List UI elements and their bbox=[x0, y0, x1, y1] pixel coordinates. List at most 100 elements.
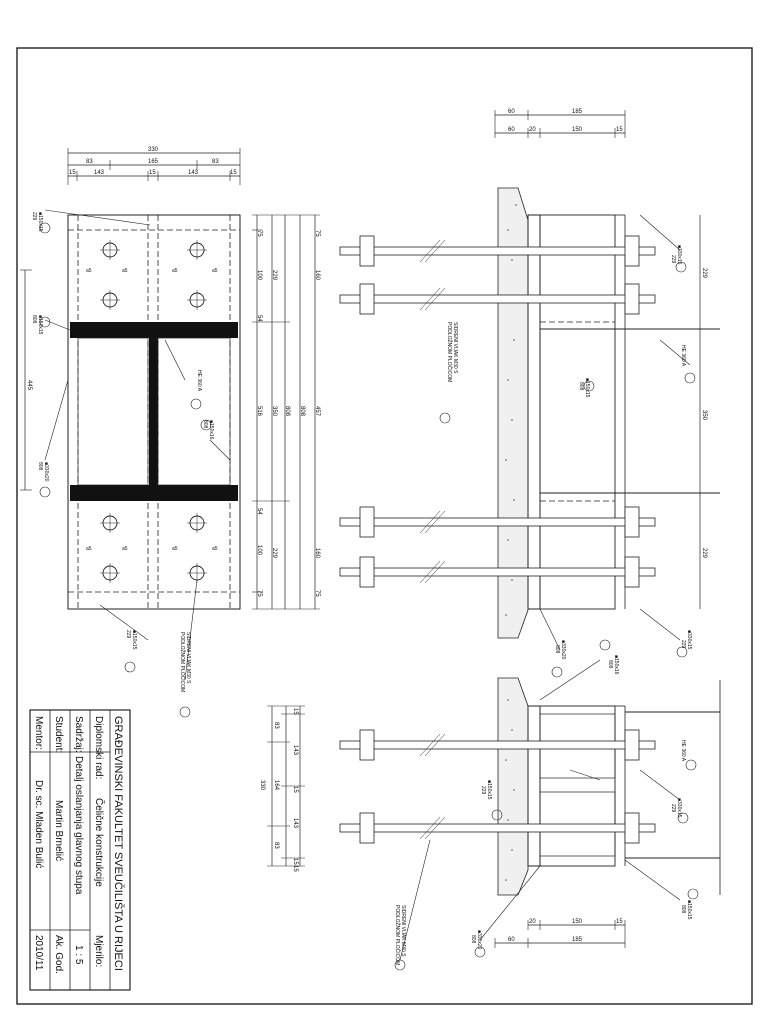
tb-mentor-value: Dr. sc. Mladen Bulić bbox=[33, 780, 44, 868]
sec-top-base-plate-len: 808 bbox=[554, 645, 560, 654]
tb-work-value: Čelične konstrukcije bbox=[93, 798, 106, 887]
sec-bot-plate-d: ■150x15 bbox=[686, 900, 692, 920]
plan-right-dim: 160 bbox=[314, 270, 320, 281]
plan-right-dim: 808 bbox=[284, 406, 290, 417]
plan-column-label: HE 360 A bbox=[196, 370, 202, 392]
plan-column-web bbox=[149, 322, 158, 501]
tb-scale-label: Mjerilo: bbox=[93, 935, 104, 967]
sec-bot-plate-a-len: 229 bbox=[480, 786, 486, 795]
sec-bot-left-dim: 15 bbox=[292, 865, 298, 872]
tb-work-label: Diplomski rad: bbox=[93, 716, 104, 779]
sec-bot-plate-b: ■330x15 bbox=[676, 798, 682, 818]
plan-row3-c: 15 bbox=[149, 170, 156, 176]
sec-bot-left-dim: 164 bbox=[273, 780, 279, 791]
sec-bot-left-dim: 143 bbox=[292, 818, 298, 829]
tb-faculty: GRAĐEVINSKI FAKULTET SVEUČILIŠTA U RIJEC… bbox=[112, 716, 125, 971]
tb-mentor-label: Mentor: bbox=[33, 716, 44, 750]
sec-bot-left-dim: 15 bbox=[292, 858, 298, 865]
sec-top-dim: 15 bbox=[616, 127, 623, 133]
weld-mark: a5 bbox=[212, 268, 218, 274]
sec-bot-plate-c: ■150x16 bbox=[613, 655, 619, 675]
sec-top-column: HE 360 A bbox=[680, 345, 686, 367]
plan-right-dim: 75 bbox=[256, 590, 262, 597]
sec-bot-anchor-bolts bbox=[339, 729, 656, 844]
sec-top-dim: 150 bbox=[572, 127, 583, 133]
tb-content-label: Sadržaj: bbox=[73, 716, 84, 753]
plan-bolt-label-1: SIDRENI VIJAK M30 S bbox=[185, 632, 191, 684]
weld-mark: a5 bbox=[122, 268, 128, 274]
plan-row2-a: 83 bbox=[86, 159, 93, 165]
plan-plate-mid-len: 808 bbox=[31, 315, 37, 324]
sec-top-bolt-label-1: SIDRENI VIJAK M30 S bbox=[452, 322, 458, 374]
plan-right-dim: 229 bbox=[271, 270, 277, 281]
plan-right-dim: 160 bbox=[314, 548, 320, 559]
plan-right-dim: 100 bbox=[256, 545, 262, 556]
plan-stiffener-len: 808 bbox=[202, 420, 208, 429]
weld-mark: a5 bbox=[172, 546, 178, 552]
sec-top-stiffener-frame bbox=[539, 214, 616, 610]
sec-bot-dim: 60 bbox=[508, 937, 515, 943]
plan-right-dim: 75 bbox=[314, 230, 320, 237]
sec-bot-left-dim: 15 bbox=[292, 708, 298, 715]
sec-top-bolt-label-2: PODLOŽNOM PLOČICOM bbox=[446, 322, 454, 382]
sec-top-dim: 20 bbox=[529, 127, 536, 133]
sec-bot-plate-c-len: 808 bbox=[607, 660, 613, 669]
plan-plate-top-len: 229 bbox=[31, 212, 37, 221]
sec-bot-dim: 20 bbox=[529, 919, 536, 925]
sec-bot-bolt-label-1: SIDRENI VIJAK M30 S bbox=[400, 905, 406, 957]
sec-top-plate-a: ■330x15 bbox=[676, 245, 682, 265]
plan-right-dim: 54 bbox=[256, 508, 262, 515]
section-top: 60 185 60 20 150 15 bbox=[339, 109, 720, 678]
plan-overall-width: 330 bbox=[148, 147, 159, 153]
plan-right-dim: 75 bbox=[256, 230, 262, 237]
sec-bot-base-plate bbox=[527, 705, 541, 867]
tb-student-value: Martin Brnelić bbox=[53, 800, 64, 861]
tb-year-label: Ak. God. bbox=[53, 935, 64, 974]
sec-top-dim: 185 bbox=[572, 109, 583, 115]
tb-student-label: Student: bbox=[53, 716, 64, 753]
sec-top-right-dim: 350 bbox=[701, 410, 707, 421]
plan-stiffener-label: ■150x16 bbox=[208, 420, 214, 440]
plan-plate-bottom: ■150x15 bbox=[131, 630, 137, 650]
section-bottom: 20 150 15 60 185 HE 360 A ■150x15 229 ■3… bbox=[259, 639, 721, 971]
weld-mark: a5 bbox=[86, 546, 92, 552]
plan-base-plate-len: 808 bbox=[37, 462, 43, 471]
weld-mark: a5 bbox=[122, 546, 128, 552]
concrete-foundation-2 bbox=[497, 677, 529, 896]
sec-top-dim: 60 bbox=[508, 109, 515, 115]
sec-bot-base-plate-len: 808 bbox=[470, 935, 476, 944]
plan-right-dim: 457 bbox=[314, 406, 320, 417]
plan-plate-top: ■150x15 bbox=[37, 212, 43, 232]
tb-year-value: 2010/11 bbox=[33, 935, 44, 971]
sec-top-base-plate: ■330x20 bbox=[560, 640, 566, 660]
sec-bot-dim: 185 bbox=[572, 937, 583, 943]
weld-mark: a5 bbox=[86, 268, 92, 274]
sec-bot-frame bbox=[539, 705, 616, 867]
sec-bot-plate-b-len: 229 bbox=[670, 804, 676, 813]
plan-plate-bottom-len: 229 bbox=[125, 630, 131, 639]
plan-row3-a: 15 bbox=[69, 170, 76, 176]
plan-row2-c: 83 bbox=[212, 159, 219, 165]
sec-bot-base-plate: ■330x20 bbox=[476, 930, 482, 950]
tb-content-value: Detalj oslanjanja glavnog stupa bbox=[73, 756, 84, 895]
sec-bot-bolt-label-2: PODLOŽNOM PLOČICOM bbox=[394, 905, 402, 965]
tb-scale-value: 1 : 5 bbox=[73, 945, 84, 965]
plan-right-dim: 100 bbox=[256, 270, 262, 281]
sec-top-plate-b: ■330x15 bbox=[686, 630, 692, 650]
plan-left-dim: 445 bbox=[26, 380, 32, 391]
sec-top-right-dim: 229 bbox=[701, 548, 707, 559]
sec-bot-left-dim: 83 bbox=[273, 842, 279, 849]
plan-base-plate-label: ■330x20 bbox=[43, 462, 49, 482]
plan-row3-b: 143 bbox=[94, 170, 105, 176]
sec-top-right-dim: 229 bbox=[701, 268, 707, 279]
title-block: GRAĐEVINSKI FAKULTET SVEUČILIŠTA U RIJEC… bbox=[29, 709, 131, 991]
sec-top-base-plate bbox=[527, 214, 541, 610]
sec-bot-left-dim: 83 bbox=[273, 722, 279, 729]
sec-bot-dim: 150 bbox=[572, 919, 583, 925]
plan-right-dim: 75 bbox=[314, 590, 320, 597]
weld-mark: a5 bbox=[172, 268, 178, 274]
plan-plate-mid: ■150x15 bbox=[37, 315, 43, 335]
sec-bot-left-dim: 330 bbox=[259, 780, 265, 791]
sec-top-dim: 60 bbox=[508, 127, 515, 133]
plan-row3-d: 143 bbox=[188, 170, 199, 176]
